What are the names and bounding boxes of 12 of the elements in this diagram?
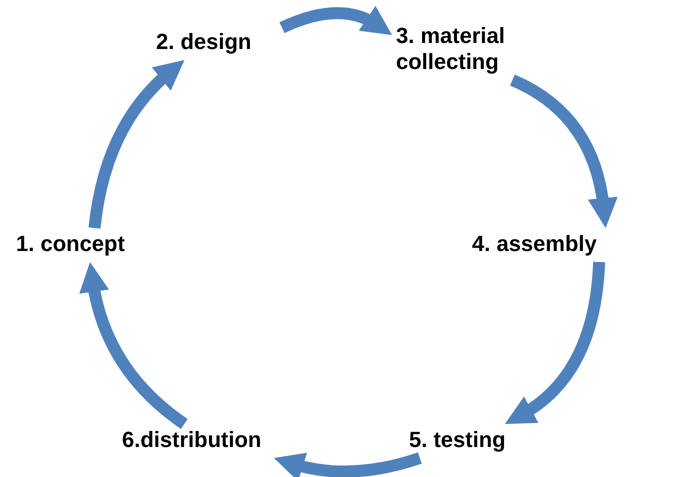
step-label: 3. material collecting <box>396 23 506 76</box>
step-label: 2. design <box>156 29 252 56</box>
step-label: 1. concept <box>16 231 126 258</box>
step-label: 6.distribution <box>122 427 262 454</box>
curved-arrow <box>80 262 188 429</box>
step-label: 4. assembly <box>472 231 598 258</box>
curved-arrow <box>88 60 184 229</box>
curved-arrow <box>274 452 422 477</box>
curved-arrow <box>280 6 392 34</box>
curved-arrow <box>510 74 618 228</box>
step-label: 5. testing <box>409 427 507 454</box>
curved-arrow <box>505 262 606 425</box>
